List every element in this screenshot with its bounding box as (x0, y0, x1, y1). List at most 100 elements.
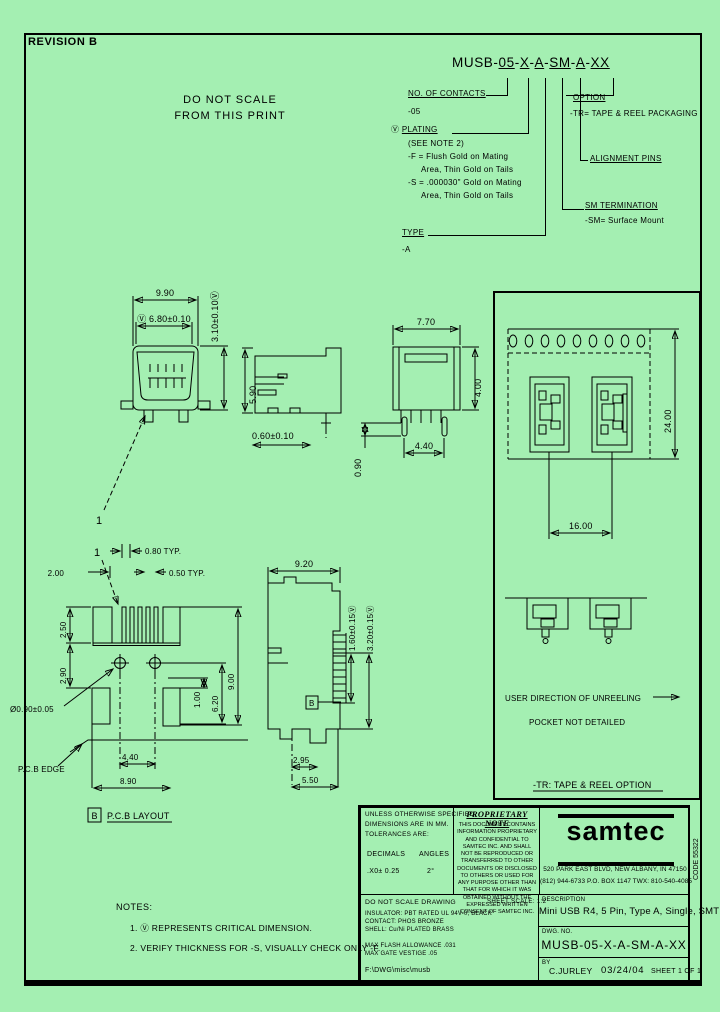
pcb-layout-title: P.C.B LAYOUT (107, 811, 170, 821)
dim-440: 4.40 (415, 441, 433, 451)
part-number-segment: - (544, 55, 550, 70)
leader-line (613, 78, 614, 96)
leader-line (486, 95, 508, 96)
pcb-b-marker: B (92, 811, 98, 821)
note-1: 1. Ⓥ REPRESENTS CRITICAL DIMENSION. (130, 923, 313, 933)
alignment-pins-label: ALIGNMENT PINS (590, 154, 662, 163)
tape-reel-option-title: -TR: TAPE & REEL OPTION (533, 780, 651, 790)
dim-290: 2.90 (59, 667, 68, 684)
sm-termination-value: -SM= Surface Mount (585, 216, 664, 225)
front-view-drawing: 9.90 Ⓥ 6.80±0.10 3.10±0.10Ⓥ 1 (96, 288, 228, 527)
dim-hole-dia: Ø0.90±0.05 (10, 705, 54, 714)
tape-reel-panel (493, 291, 701, 800)
part-number-segment: A (534, 55, 545, 70)
dim-680: Ⓥ 6.80±0.10 (137, 314, 191, 324)
part-number-segment: SM (549, 55, 571, 70)
dim-320: 3.20±0.15Ⓥ (366, 605, 375, 651)
do-not-scale-line2: FROM THIS PRINT (174, 110, 286, 122)
dwg-no-value: MUSB-05-X-A-SM-A-XX (541, 938, 687, 952)
side-view-drawing: 5.90 0.60±0.10 (238, 347, 342, 462)
dim-900: 9.00 (227, 673, 236, 690)
contacts-value: -05 (408, 107, 421, 116)
tape-reel-drawing: 24.00 16.00 USER DIRECTION OF UNREELING … (505, 328, 697, 792)
dim-080-typ: 0.80 TYP. (145, 547, 181, 556)
gate-vestige: MAX GATE VESTIGE .05 (365, 951, 438, 957)
do-not-scale-drawing: DO NOT SCALE DRAWING (365, 899, 456, 906)
dim-160: 1.60±0.15Ⓥ (348, 605, 357, 651)
plating-s2: Area, Thin Gold on Tails (421, 191, 514, 200)
by-date-cell: BY C.JURLEY 03/24/04 SHEET 1 OF 1 (538, 957, 701, 983)
sheet-value: SHEET 1 OF 1 (651, 968, 702, 975)
materials-cell: DO NOT SCALE DRAWING SHEET SCALE: 1:2 IN… (360, 894, 546, 983)
dwg-no-label: DWG. NO. (542, 929, 573, 935)
description-cell: DESCRIPTION Mini USB R4, 5 Pin, Type A, … (538, 894, 719, 927)
tol-line3: TOLERANCES ARE: (365, 831, 430, 838)
tolerance-cell: UNLESS OTHERWISE SPECIFIED, DIMENSIONS A… (360, 807, 476, 895)
company-cell: samtec 520 PARK EAST BLVD, NEW ALBANY, I… (539, 807, 692, 895)
by-label: BY (542, 960, 551, 966)
part-number-segment: XX (590, 55, 610, 70)
decimals-value: .X0± 0.25 (367, 868, 400, 875)
dim-1600: 16.00 (569, 521, 593, 531)
part-number-segment: - (529, 55, 535, 70)
note-2: 2. VERIFY THICKNESS FOR -S, VISUALLY CHE… (130, 943, 381, 953)
description-label: DESCRIPTION (542, 897, 586, 903)
dim-620: 6.20 (211, 695, 220, 712)
material-contact: CONTACT: PHOS BRONZE (365, 919, 444, 925)
critical-dim-icon: Ⓥ (391, 125, 400, 134)
leader-line (566, 95, 614, 96)
samtec-logo: samtec (558, 814, 674, 866)
bottom-border-bar (24, 980, 702, 986)
plating-s1: -S = .000030" Gold on Mating (408, 178, 522, 187)
dim-250: 2.50 (59, 621, 68, 638)
dim-310: 3.10±0.10Ⓥ (210, 291, 220, 342)
dwg-no-cell: DWG. NO. MUSB-05-X-A-SM-A-XX (538, 926, 690, 958)
angles-value: 2° (427, 868, 435, 875)
proprietary-note-cell: PROPRIETARY NOTE THIS DOCUMENT CONTAINS … (453, 807, 540, 915)
part-number-segment: - (570, 55, 576, 70)
dim-2400: 24.00 (663, 409, 673, 433)
company-address-1: 520 PARK EAST BLVD, NEW ALBANY, IN 47150 (543, 866, 687, 873)
pcb-edge-label: P.C.B EDGE (18, 765, 65, 774)
leader-line (452, 133, 529, 134)
part-number-segment: A (575, 55, 586, 70)
samtec-logo-text: samtec (566, 816, 666, 846)
dim-990: 9.90 (156, 288, 174, 298)
tol-line1: UNLESS OTHERWISE SPECIFIED, (365, 811, 477, 818)
part-number-segment: - (585, 55, 591, 70)
pin1-callout: 1 (96, 515, 102, 527)
leader-line (580, 160, 588, 161)
part-number-segment: - (514, 55, 520, 70)
sheet-scale: SHEET SCALE: 1:2 (487, 898, 547, 905)
dim-440-pcb: 4.40 (122, 753, 139, 762)
dim-100: 1.00 (193, 691, 202, 708)
title-block: UNLESS OTHERWISE SPECIFIED, DIMENSIONS A… (358, 805, 719, 983)
part-number: MUSB-05-X-A-SM-A-XX (452, 55, 610, 70)
dim-400: 4.00 (473, 379, 483, 397)
unreel-direction-label: USER DIRECTION OF UNREELING (505, 694, 641, 703)
proprietary-body: THIS DOCUMENT CONTAINS INFORMATION PROPR… (457, 822, 537, 916)
dim-050-typ: 0.50 TYP. (169, 569, 205, 578)
do-not-scale-line1: DO NOT SCALE (183, 94, 277, 106)
pcb-layout-drawing: 1 0.80 TYP. 2.00 0.50 TYP. 2.50 2.90 Ø0.… (10, 544, 248, 823)
plating-row: Ⓥ PLATING (391, 125, 438, 135)
decimals-header: DECIMALS (367, 851, 406, 858)
pocket-note-label: POCKET NOT DETAILED (529, 718, 625, 727)
dim-060: 0.60±0.10 (252, 431, 294, 441)
pcb-callout-1: 1 (94, 547, 100, 559)
plating-note: (SEE NOTE 2) (408, 139, 465, 148)
type-label: TYPE (402, 228, 425, 237)
part-number-segment: X (519, 55, 530, 70)
leader-line (545, 78, 546, 236)
proprietary-title: PROPRIETARY NOTE (466, 809, 528, 829)
cage-code: CODE 55322 (693, 838, 700, 880)
plating-f1: -F = Flush Gold on Mating (408, 152, 509, 161)
dim-200: 2.00 (48, 569, 65, 578)
dim-090: 0.90 (353, 459, 363, 477)
leader-line (528, 78, 529, 134)
notes-title: NOTES: (116, 902, 153, 912)
material-insulator: INSULATOR: PBT RATED UL 94V-0, BLACK (365, 911, 492, 917)
plating-f2: Area, Thin Gold on Tails (421, 165, 514, 174)
tol-line2: DIMENSIONS ARE IN MM. (365, 821, 449, 828)
leader-line (507, 78, 508, 96)
